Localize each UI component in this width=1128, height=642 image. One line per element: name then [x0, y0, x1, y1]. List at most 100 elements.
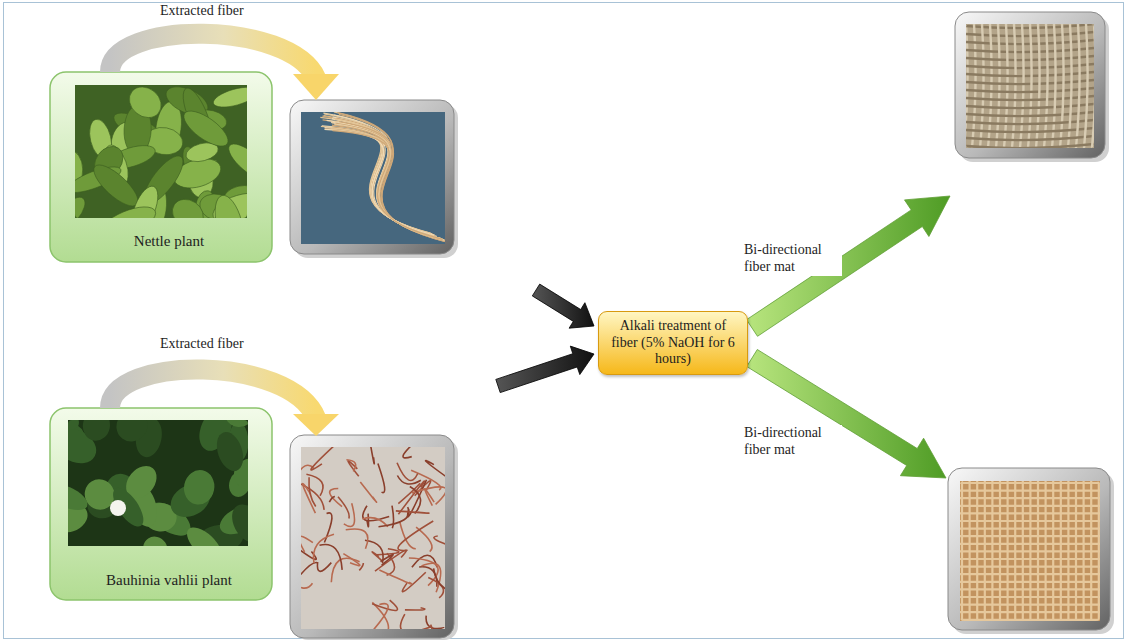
fiber-strand: [336, 123, 445, 240]
fiber-strand: [425, 489, 435, 506]
mat-thread: [1037, 481, 1039, 621]
curved-arrow: [110, 34, 316, 78]
mat-thread: [1075, 481, 1077, 621]
mat-thread: [1020, 24, 1024, 148]
fiber-strand: [348, 461, 359, 477]
fiber-strand: [367, 514, 368, 527]
fiber-strand: [378, 507, 408, 527]
fiber-strand: [428, 577, 443, 597]
fiber-strand: [301, 578, 312, 588]
fiber-strand: [405, 608, 425, 610]
fiber-strand: [335, 125, 445, 241]
mat-thread: [960, 611, 1100, 613]
fiber-strand: [329, 497, 335, 503]
mat-thread: [966, 88, 1094, 92]
mat-thread: [966, 120, 1094, 124]
nettle-fiber-photo: [301, 112, 445, 244]
mat-thread: [1098, 481, 1100, 621]
leaf: [96, 200, 160, 218]
fiber-strand: [372, 552, 382, 561]
fiber-strand: [335, 119, 445, 240]
flower: [110, 500, 126, 516]
mat-thread: [1044, 481, 1046, 621]
page-frame: [4, 3, 1124, 639]
fiber-strand: [396, 511, 429, 513]
mat-thread: [960, 573, 1100, 575]
mat-thread: [966, 144, 1094, 148]
fiber-strand: [301, 563, 317, 584]
arrow-label: Bi-directional fiber mat: [742, 242, 842, 276]
mat-thread: [966, 128, 1094, 132]
fiber-strand: [346, 460, 355, 472]
bauhinia-fiber-photo: [301, 447, 445, 629]
fiber-strand: [371, 604, 388, 629]
leaf: [138, 532, 172, 546]
mat-thread: [1012, 24, 1016, 148]
leaf: [107, 483, 149, 531]
leaf: [181, 522, 227, 546]
mat-thread: [966, 56, 1094, 60]
mat-thread: [966, 104, 1094, 108]
fiber-strand: [372, 600, 397, 610]
mat-thread: [960, 558, 1100, 560]
mat-thread: [1090, 481, 1092, 621]
plant-name: Bauhinia vahlii plant: [50, 571, 288, 589]
mat-thread: [966, 80, 1094, 84]
fiber-strand: [313, 534, 334, 563]
arrow-head: [293, 414, 339, 436]
nettle-leaves: [75, 85, 247, 218]
fiber-strand: [321, 126, 431, 233]
fiber-strand: [378, 463, 385, 492]
fiber-strand: [360, 482, 376, 502]
leaf: [123, 85, 167, 124]
plant-box: Bauhinia vahlii plant: [50, 408, 288, 600]
fiber-strand: [412, 487, 445, 505]
fiber-strand: [381, 555, 394, 565]
fiber-strand: [334, 115, 444, 240]
green-arrow: [747, 350, 946, 479]
fiber-strand: [434, 568, 445, 593]
bauhinia-fiber: [301, 447, 445, 629]
mat-thread: [966, 48, 1094, 52]
mat-photo: [960, 481, 1100, 621]
mat-thread: [1067, 481, 1069, 621]
leaf: [179, 105, 234, 153]
mat-thread: [960, 581, 1100, 583]
fiber-strand: [334, 124, 444, 240]
fiber-strand: [410, 487, 421, 514]
mat-thread: [960, 588, 1100, 590]
mat-thread: [1060, 24, 1064, 148]
fiber-strand: [332, 125, 442, 239]
fiber-strand: [309, 477, 316, 506]
frame-shadow: [959, 16, 1109, 162]
fiber-strand: [346, 529, 368, 549]
block-arrows: [496, 196, 950, 478]
process-text: Alkali treatment of fiber (5% NaOH for 6…: [606, 318, 740, 368]
fiber-strand: [398, 521, 433, 551]
nettle-fiber: [320, 112, 445, 243]
black-arrow: [496, 346, 594, 393]
frame-shadow: [952, 472, 1114, 634]
fiber-strand: [397, 463, 418, 481]
mat-thread: [966, 112, 1094, 116]
leaf: [226, 499, 248, 546]
fiber-strand: [332, 127, 442, 239]
frame-shadow: [294, 439, 458, 640]
leaf: [225, 420, 248, 428]
fiber-frame: [290, 100, 454, 254]
mat-thread: [960, 565, 1100, 567]
mat-thread: [1036, 24, 1040, 148]
fiber-strand: [332, 130, 442, 239]
mat-thread: [1028, 24, 1032, 148]
fiber-strand: [336, 118, 445, 241]
fiber-strand: [317, 562, 331, 571]
plant-name: Nettle plant: [50, 232, 288, 250]
leaf: [110, 420, 154, 448]
fiber-strand: [322, 126, 432, 234]
leaf: [212, 428, 248, 474]
black-arrow: [532, 284, 594, 328]
mat-photo: [966, 24, 1094, 148]
leaf: [224, 138, 247, 186]
